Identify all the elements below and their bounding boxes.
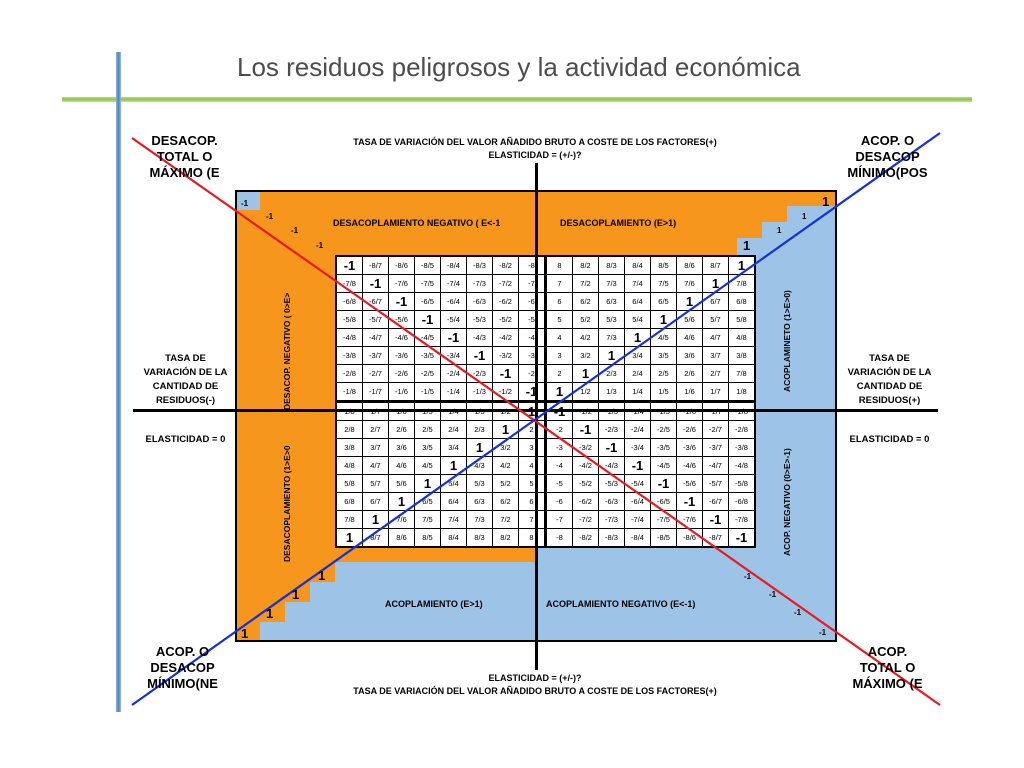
left-accent-bar	[116, 52, 121, 712]
grid-cell: -7/4	[624, 510, 651, 529]
bottom-axis-label: TASA DE VARIACIÓN DEL VALOR AÑADIDO BRUT…	[353, 686, 717, 696]
grid-cell: 8/4	[440, 528, 467, 548]
side-line: VARIACIÓN DE LA	[143, 367, 228, 378]
left-elasticity-zero: ELASTICIDAD = 0	[145, 434, 226, 445]
corner-line: MÁXIMO (E	[149, 165, 220, 180]
stair-label-br-3: -1	[794, 608, 802, 617]
side-line: CANTIDAD DE	[152, 381, 219, 392]
right-lower-vertical-label: ACOP. NEGATIVO (0>E>-1)	[782, 448, 792, 556]
side-line: RESIDUOS(+)	[858, 395, 921, 406]
grid-cell: -7	[544, 510, 573, 529]
corner-line: DESACOP.	[151, 133, 218, 148]
grid-cell: -7/3	[598, 510, 625, 529]
corner-top-right: ACOP. O DESACOP MÍNIMO(POS	[820, 133, 955, 181]
corner-line: TOTAL O	[859, 660, 916, 675]
stair-tl-1	[235, 190, 260, 210]
grid-cell: -1	[702, 510, 729, 529]
stair-label-bl-3: 1	[266, 606, 274, 621]
blue-diagonal	[131, 132, 941, 706]
stair-bl-3	[235, 602, 285, 622]
corner-bottom-right: ACOP. TOTAL O MÁXIMO (E	[825, 644, 950, 692]
corner-line: ACOP.	[867, 644, 908, 659]
quadrant-label-top-right: DESACOPLAMIENTO (E>1)	[560, 218, 677, 228]
stair-tr-2	[787, 206, 837, 222]
stair-label-bl-4: 1	[241, 626, 249, 641]
corner-line: DESACOP	[150, 660, 215, 675]
side-line: TASA DE	[869, 353, 910, 364]
grid-cell: 1	[362, 510, 389, 529]
corner-top-left: DESACOP. TOTAL O MÁXIMO (E	[122, 133, 247, 181]
right-axis-label: TASA DE VARIACIÓN DE LA CANTIDAD DE RESI…	[832, 352, 947, 408]
stair-label-tl-1: -1	[241, 199, 249, 208]
grid-cell: 8	[518, 528, 546, 548]
stair-label-bl-1: 1	[318, 568, 326, 583]
corner-line: MÍNIMO(NE	[147, 676, 218, 691]
title-underline	[62, 97, 972, 102]
stair-label-tr-1: 1	[822, 194, 830, 209]
stair-bl-2	[235, 582, 310, 602]
left-axis-label: TASA DE VARIACIÓN DE LA CANTIDAD DE RESI…	[128, 352, 243, 408]
grid-cell: 8/2	[492, 528, 519, 548]
corner-line: MÍNIMO(POS	[847, 165, 928, 180]
left-lower-vertical-label: DESACOPLAMIENTO (1>E>0	[282, 445, 292, 562]
top-axis-label: TASA DE VARIACIÓN DEL VALOR AÑADIDO BRUT…	[353, 137, 717, 147]
stair-br-1	[737, 562, 837, 582]
stair-label-tr-3: 1	[777, 226, 782, 235]
bottom-elasticity-label: ELASTICIDAD = (+/-)?	[488, 673, 582, 683]
side-line: CANTIDAD DE	[856, 381, 923, 392]
top-elasticity-label: ELASTICIDAD = (+/-)?	[488, 150, 582, 160]
stair-tr-4	[737, 238, 837, 258]
stair-label-tr-4: 1	[743, 238, 751, 253]
stair-tr-3	[762, 222, 837, 238]
side-line: VARIACIÓN DE LA	[847, 367, 932, 378]
stair-label-tl-3: -1	[291, 226, 299, 235]
grid-cell: -5/7	[702, 474, 729, 493]
red-diagonal	[131, 137, 941, 706]
stair-label-br-1: -1	[744, 572, 752, 581]
quadrant-label-bottom-right: ACOPLAMIENTO NEGATIVO (E<-1)	[546, 599, 696, 609]
vertical-axis	[535, 163, 538, 670]
left-upper-vertical-label: DESACOP. NEGATIVO ( 0>E>	[282, 292, 292, 410]
corner-line: TOTAL O	[156, 149, 213, 164]
stair-label-tl-2: -1	[266, 212, 274, 221]
quadrant-label-top-left: DESACOPLAMIENTO NEGATIVO ( E<-1	[333, 218, 501, 228]
stair-label-tr-2: 1	[802, 212, 807, 221]
stair-label-br-4: -1	[819, 628, 827, 637]
stair-label-bl-2: 1	[292, 587, 300, 602]
stair-tr-1	[812, 190, 837, 210]
stair-label-br-2: -1	[769, 590, 777, 599]
slide-title: Los residuos peligrosos y la actividad e…	[237, 52, 801, 82]
corner-line: ACOP. O	[860, 133, 915, 148]
corner-line: DESACOP	[855, 149, 920, 164]
stair-label-tl-4: -1	[316, 241, 324, 250]
side-line: RESIDUOS(-)	[155, 395, 216, 406]
corner-line: ACOP. O	[155, 644, 210, 659]
corner-bottom-left: ACOP. O DESACOP MÍNIMO(NE	[120, 644, 245, 692]
grid-cell: -7/8	[728, 510, 756, 529]
grid-cell: -1	[728, 528, 756, 548]
grid-cell: 7/3	[466, 510, 493, 529]
grid-cell: 8/7	[702, 255, 729, 275]
side-line: TASA DE	[165, 353, 206, 364]
grid-cell: 1	[335, 528, 363, 548]
right-upper-vertical-label: ACOPLAMINETO (1>E>0)	[782, 290, 792, 392]
grid-cell: -3/7	[702, 438, 729, 457]
quadrant-label-bottom-left: ACOPLAMIENTO (E>1)	[385, 599, 483, 609]
right-elasticity-zero: ELASTICIDAD = 0	[849, 434, 930, 445]
corner-line: MÁXIMO (E	[852, 676, 923, 691]
grid-cell: 4/8	[728, 328, 756, 347]
stair-bl-1	[235, 562, 335, 582]
